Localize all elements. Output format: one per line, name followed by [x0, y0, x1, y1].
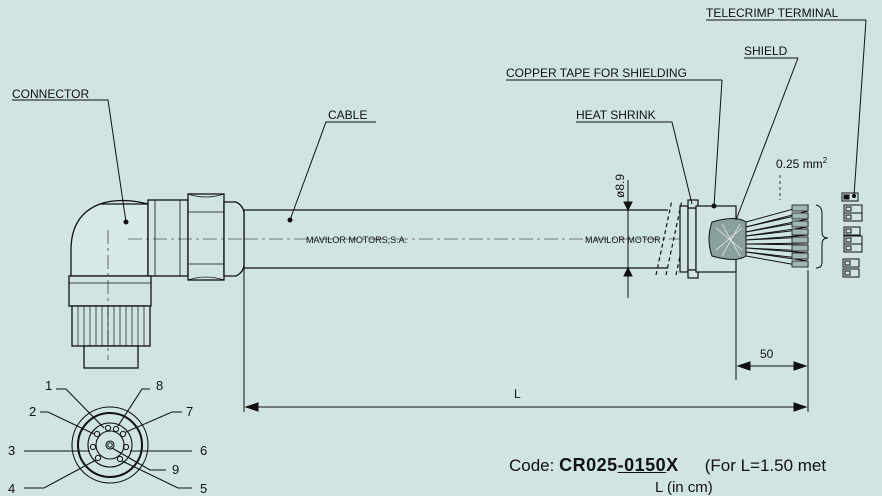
diameter-label: ø8.9 — [613, 174, 627, 198]
dimension-50: 50 — [760, 347, 774, 361]
pin-7: 7 — [186, 404, 193, 419]
label-wire-section: 0.25 mm2 — [776, 156, 828, 171]
terminal-2 — [843, 204, 863, 214]
dimension-L: L — [514, 387, 521, 401]
telecrimp-terminals — [841, 192, 863, 278]
code-part-3: X — [666, 455, 679, 475]
label-copper-tape: COPPER TAPE FOR SHIELDING — [506, 66, 687, 80]
label-telecrimp: TELECRIMP TERMINAL — [706, 6, 839, 20]
pin-4: 4 — [8, 481, 15, 495]
wire-group-brace — [815, 204, 829, 269]
terminal-1 — [841, 192, 859, 202]
cable-print-2: MAVILOR MOTOR — [585, 235, 661, 245]
terminal-8 — [842, 268, 860, 278]
connector-drawing — [68, 193, 245, 369]
label-connector: CONNECTOR — [12, 87, 89, 101]
pin-6: 6 — [200, 443, 207, 458]
pin-9: 9 — [172, 462, 179, 477]
code-note: (For L=1.50 met — [704, 456, 827, 475]
length-dimensions — [243, 268, 809, 412]
pin-1: 1 — [45, 378, 52, 393]
terminal-3 — [843, 212, 863, 222]
pinout-face — [24, 388, 192, 489]
pin-2: 2 — [29, 404, 36, 419]
code-length-note: L (in cm) — [655, 479, 713, 496]
label-heat-shrink: HEAT SHRINK — [576, 108, 656, 122]
pin-3: 3 — [8, 443, 15, 458]
terminal-5 — [843, 235, 863, 245]
code-part-1: CR025 — [559, 455, 618, 475]
label-shield: SHIELD — [744, 44, 788, 58]
cable-print-1: MAVILOR MOTORS,S.A. — [306, 235, 407, 245]
code-part-2: -0150 — [617, 455, 667, 475]
terminal-7 — [842, 258, 860, 268]
terminal-6 — [843, 243, 863, 253]
terminal-4 — [843, 226, 861, 236]
code-prefix: Code: — [509, 456, 560, 475]
order-code: Code: CR025-0150X (For L=1.50 met — [509, 455, 826, 476]
diameter-dimension — [623, 180, 633, 298]
heat-shrink-drawing — [679, 199, 747, 279]
label-cable: CABLE — [328, 108, 367, 122]
pin-5: 5 — [200, 481, 207, 495]
pin-8: 8 — [156, 378, 163, 393]
callout-leaders — [12, 19, 867, 225]
wires — [745, 204, 809, 268]
